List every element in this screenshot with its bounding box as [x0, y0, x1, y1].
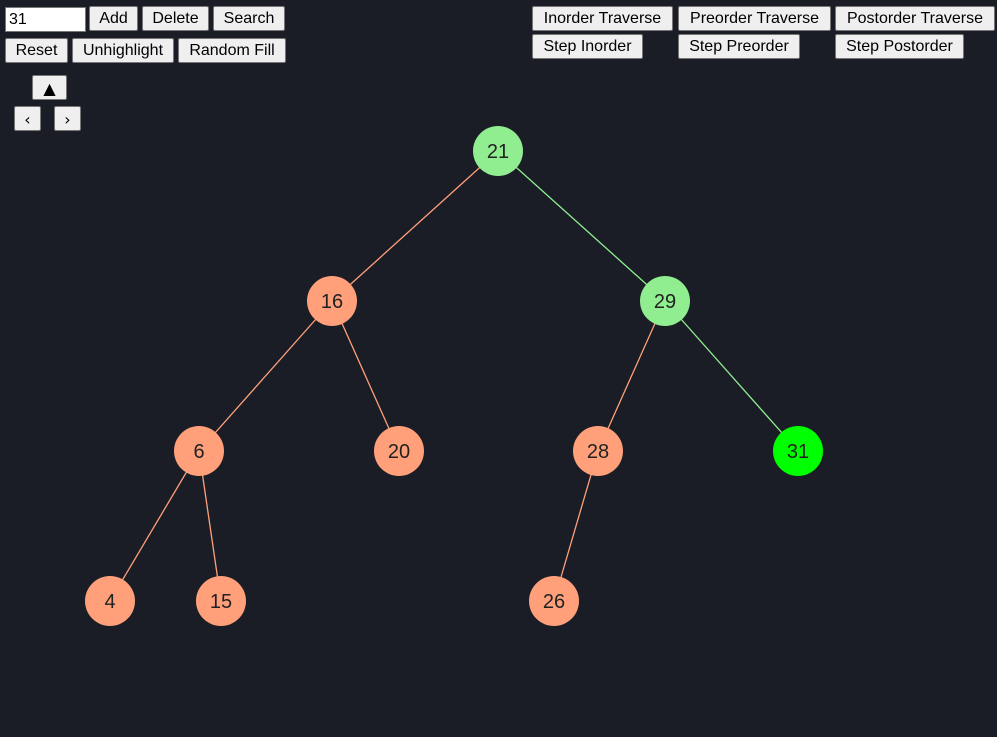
tree-node-label: 28	[587, 441, 609, 463]
tree-node-circle[interactable]	[85, 576, 135, 626]
chevron-right-icon[interactable]: ›	[54, 106, 81, 131]
tree-node[interactable]: 4	[85, 576, 135, 626]
tree-node-label: 29	[654, 291, 676, 313]
tree-node-circle[interactable]	[307, 276, 357, 326]
nodes-layer: 21 16 29 6 20 28 31 4 15 26	[85, 126, 823, 626]
tree-node[interactable]: 15	[196, 576, 246, 626]
tree-node-label: 4	[104, 591, 115, 613]
tree-node-label: 31	[787, 441, 809, 463]
tree-node[interactable]: 21	[473, 126, 523, 176]
add-button[interactable]: Add	[89, 6, 138, 31]
tree-node-circle[interactable]	[174, 426, 224, 476]
tree-node[interactable]: 16	[307, 276, 357, 326]
tree-edge	[597, 300, 666, 452]
tree-node[interactable]: 6	[174, 426, 224, 476]
tree-node[interactable]: 28	[573, 426, 623, 476]
tree-edge	[664, 300, 799, 452]
step-preorder-button[interactable]: Step Preorder	[678, 34, 800, 59]
value-input[interactable]	[5, 7, 86, 32]
edges-layer	[109, 150, 799, 602]
tree-node-circle[interactable]	[773, 426, 823, 476]
tree-node[interactable]: 31	[773, 426, 823, 476]
tree-edge	[331, 300, 400, 452]
tree-node-label: 20	[388, 441, 410, 463]
delete-button[interactable]: Delete	[142, 6, 209, 31]
inorder-traverse-button[interactable]: Inorder Traverse	[532, 6, 673, 31]
reset-button[interactable]: Reset	[5, 38, 68, 63]
tree-node-circle[interactable]	[640, 276, 690, 326]
tree-edge	[553, 450, 599, 602]
tree-node-label: 16	[321, 291, 343, 313]
tree-node-circle[interactable]	[374, 426, 424, 476]
tree-node-circle[interactable]	[196, 576, 246, 626]
tree-node-circle[interactable]	[529, 576, 579, 626]
tree-edge	[198, 300, 333, 452]
postorder-traverse-button[interactable]: Postorder Traverse	[835, 6, 995, 31]
search-button[interactable]: Search	[213, 6, 285, 31]
tree-node-label: 26	[543, 591, 565, 613]
tree-edge	[109, 450, 200, 602]
tree-node[interactable]: 26	[529, 576, 579, 626]
tree-edge	[198, 450, 222, 602]
step-postorder-button[interactable]: Step Postorder	[835, 34, 964, 59]
tree-node-circle[interactable]	[473, 126, 523, 176]
up-arrow-icon[interactable]: ▲	[32, 75, 67, 100]
tree-node-label: 6	[193, 441, 204, 463]
tree-node[interactable]: 29	[640, 276, 690, 326]
preorder-traverse-button[interactable]: Preorder Traverse	[678, 6, 831, 31]
step-inorder-button[interactable]: Step Inorder	[532, 34, 643, 59]
tree-node-circle[interactable]	[573, 426, 623, 476]
unhighlight-button[interactable]: Unhighlight	[72, 38, 174, 63]
tree-edge	[331, 150, 499, 302]
tree-node-label: 15	[210, 591, 232, 613]
chevron-left-icon[interactable]: ‹	[14, 106, 41, 131]
tree-node-label: 21	[487, 141, 509, 163]
random-fill-button[interactable]: Random Fill	[178, 38, 286, 63]
tree-edge	[497, 150, 666, 302]
tree-node[interactable]: 20	[374, 426, 424, 476]
